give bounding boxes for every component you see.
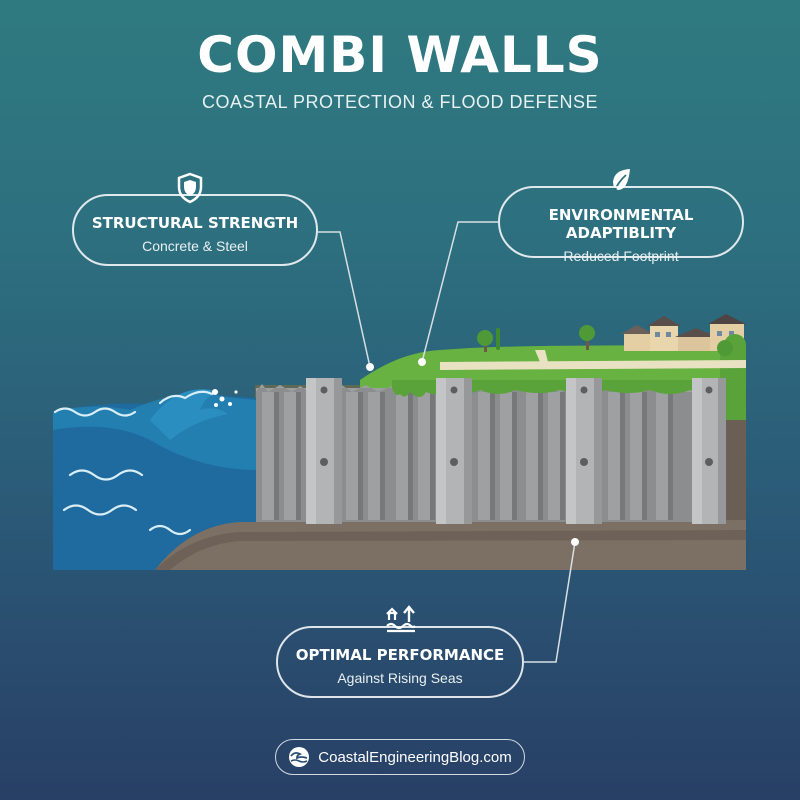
connector-dots: [366, 358, 579, 546]
footer-website-link[interactable]: CoastalEngineeringBlog.com: [275, 739, 525, 775]
leaf-icon: [613, 169, 630, 193]
king-piles: [306, 378, 726, 524]
wave-icon: [289, 747, 310, 767]
callout-subheading: Against Rising Seas: [337, 670, 463, 686]
callout-subheading: Reduced Footprint: [563, 248, 679, 264]
callout-structural-strength: STRUCTURAL STRENGTH Concrete & Steel: [72, 194, 318, 266]
shield-icon: [177, 172, 203, 204]
callout-subheading: Concrete & Steel: [142, 238, 248, 254]
wave-lines: [53, 390, 214, 536]
callout-heading: OPTIMAL PERFORMANCE: [295, 646, 505, 664]
callout-heading: ENVIRONMENTAL ADAPTIBLITY: [548, 206, 694, 242]
page-subtitle: COASTAL PROTECTION & FLOOD DEFENSE: [201, 92, 599, 112]
seabed: [155, 520, 746, 570]
callout-heading: STRUCTURAL STRENGTH: [91, 214, 299, 232]
houses: [621, 314, 746, 351]
wave-crest: [150, 389, 228, 440]
callout-environmental-adaptibility: ENVIRONMENTAL ADAPTIBLITY Reduced Footpr…: [498, 186, 744, 264]
road: [440, 360, 746, 370]
footer-text: CoastalEngineeringBlog.com: [318, 748, 512, 766]
callout-optimal-performance: OPTIMAL PERFORMANCE Against Rising Seas: [276, 626, 524, 698]
page-title: COMBI WALLS: [197, 26, 603, 84]
callout-connectors: [318, 221, 576, 663]
rising-water-icon: [386, 605, 416, 633]
trees: [477, 325, 746, 356]
splash: [212, 389, 238, 407]
